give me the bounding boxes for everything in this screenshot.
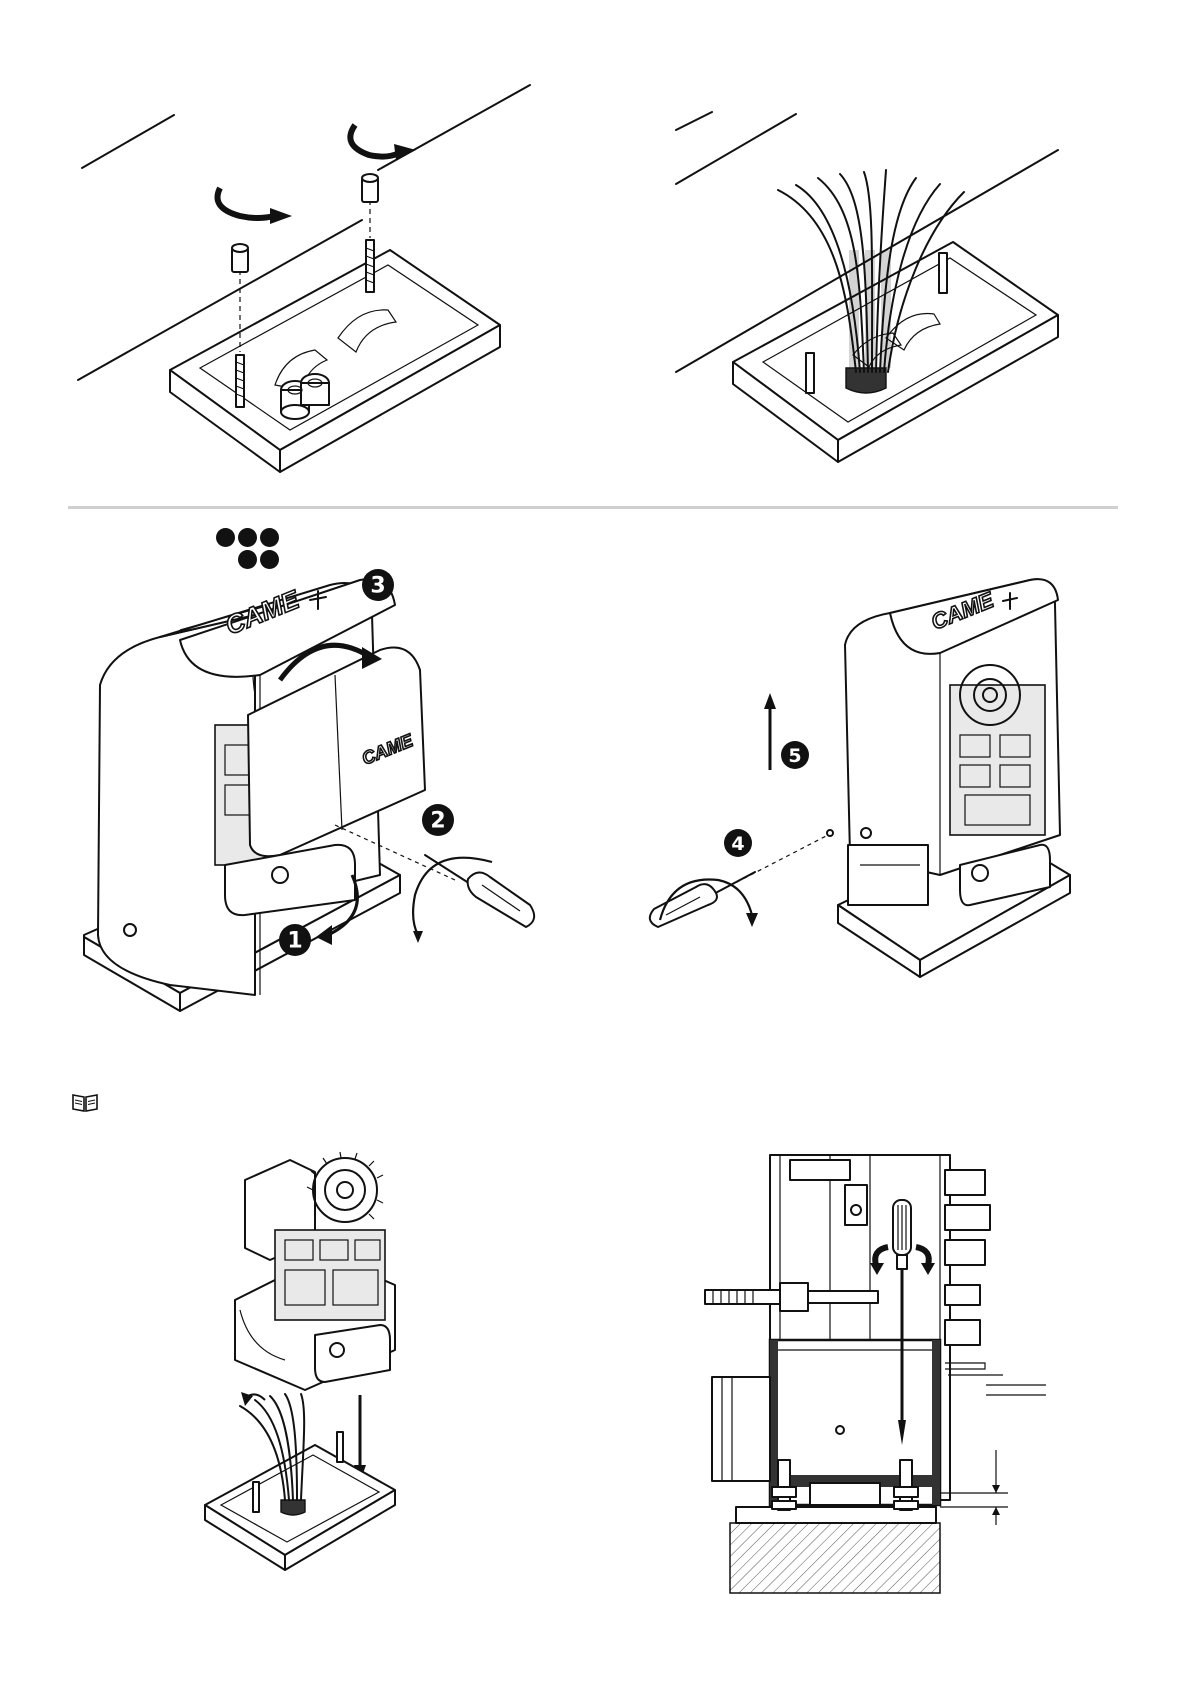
svg-text:5: 5: [788, 745, 801, 767]
figure-cover-removal: CAME CAME: [80, 575, 600, 1035]
figure-housing-removal: CAME 5: [660, 575, 1080, 1035]
figure-baseplate-cables: [668, 100, 1088, 460]
svg-text:2: 2: [430, 809, 445, 834]
step-badge-3: 3: [362, 569, 394, 601]
open-book-icon: [72, 1093, 98, 1118]
figure-motor-installation: [215, 1160, 445, 1590]
five-dot-pattern-icon: [216, 528, 282, 568]
section-divider: [68, 506, 1118, 509]
svg-text:1: 1: [287, 929, 302, 954]
figure-height-adjustment: [690, 1155, 1090, 1595]
svg-text:4: 4: [731, 833, 744, 855]
figure-baseplate-spacers: [70, 100, 510, 460]
step-badge-4: 4: [724, 829, 752, 857]
step-badge-1: 1: [279, 924, 311, 956]
step-badge-2: 2: [422, 804, 454, 836]
screwdriver-icon: [425, 855, 534, 927]
svg-text:3: 3: [370, 574, 385, 599]
rotate-arrow-icon: [218, 125, 417, 224]
step-badge-5: 5: [781, 741, 809, 769]
